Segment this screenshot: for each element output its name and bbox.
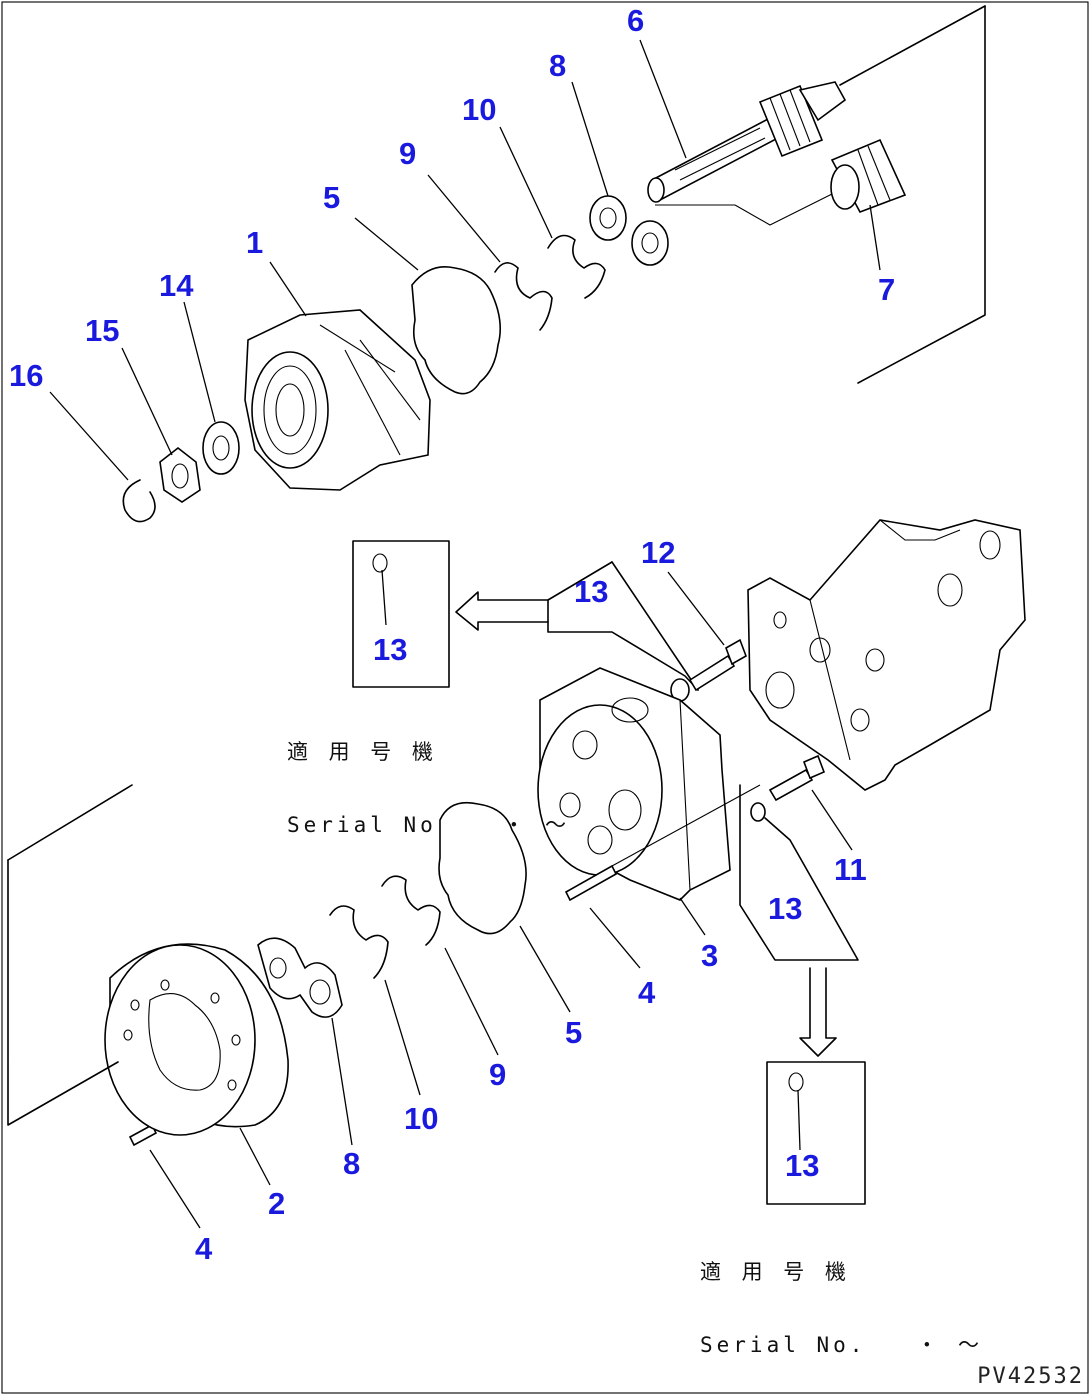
callout-13-box-lower: 13 [785,1148,820,1183]
detail-box-upper [352,540,549,688]
callout-7: 7 [878,272,896,307]
leader-13-upper-group [547,561,699,691]
serial-note-upper-en: Serial No [287,812,437,837]
drawing-number: PV42532 [977,1364,1084,1389]
part-16-snap-ring [122,479,156,523]
callout-15: 15 [85,313,120,348]
serial-note-upper-range: ・ ～ [503,812,571,837]
callout-13-bolt-upper: 13 [574,574,609,609]
callout-5-lower: 5 [565,1015,583,1050]
part-6-shaft [647,81,847,203]
callout-12: 12 [641,535,676,570]
part-7-gear [830,138,907,213]
part-4-pin-upper [564,784,761,902]
part-8-upper-bushing [589,195,669,266]
part-8-lower-bushing [257,937,343,1018]
part-10-lower-seal [329,905,389,979]
part-14-washer [202,421,240,475]
part-10-upper-seal [547,234,606,299]
part-1-front-cover [244,309,431,491]
serial-note-upper-jp: 適 用 号 機 [287,740,437,765]
detail-box-lower [766,967,866,1205]
serial-note-lower: 適 用 号 機 Serial No. ・ ～ [700,1212,983,1381]
callout-10-upper: 10 [462,92,497,127]
part-11-bolt [750,754,826,822]
part-5-lower-gasket [438,801,527,935]
callout-4-upper: 4 [638,975,656,1010]
callout-2: 2 [268,1186,286,1221]
callout-10-lower: 10 [404,1101,439,1136]
part-3-pump-body [537,667,731,901]
serial-note-lower-range: ・ ～ [916,1332,984,1357]
upper-assembly-plane [655,5,986,384]
serial-note-upper: 適 用 号 機 Serial No ・ ～ [287,692,570,861]
part-9-upper-seal [494,262,553,331]
leader-13-lower-group [739,784,859,961]
callout-3: 3 [701,938,719,973]
callout-1: 1 [246,225,264,260]
callout-9-lower: 9 [489,1057,507,1092]
callout-14: 14 [159,268,194,303]
callout-6: 6 [627,3,645,38]
serial-note-lower-en: Serial No. [700,1332,867,1357]
part-5-upper-gasket [411,266,501,395]
callout-8-upper: 8 [549,48,567,83]
part-9-lower-seal [381,875,441,946]
callout-9-upper: 9 [399,136,417,171]
callout-5-upper: 5 [323,180,341,215]
part-12-bolt [670,638,747,702]
part-2-rear-housing [104,943,289,1136]
callout-11: 11 [834,852,867,887]
lower-assembly-plane [7,784,133,1126]
callout-13-box-upper: 13 [373,632,408,667]
callout-13-bolt-lower: 13 [768,891,803,926]
callout-leaders [49,39,881,1229]
main-pump-body [747,519,1026,791]
part-15-nut [159,446,201,503]
callout-8-lower: 8 [343,1146,361,1181]
serial-note-lower-jp: 適 用 号 機 [700,1260,850,1285]
callout-16: 16 [9,358,44,393]
callout-4-lower: 4 [195,1231,213,1266]
